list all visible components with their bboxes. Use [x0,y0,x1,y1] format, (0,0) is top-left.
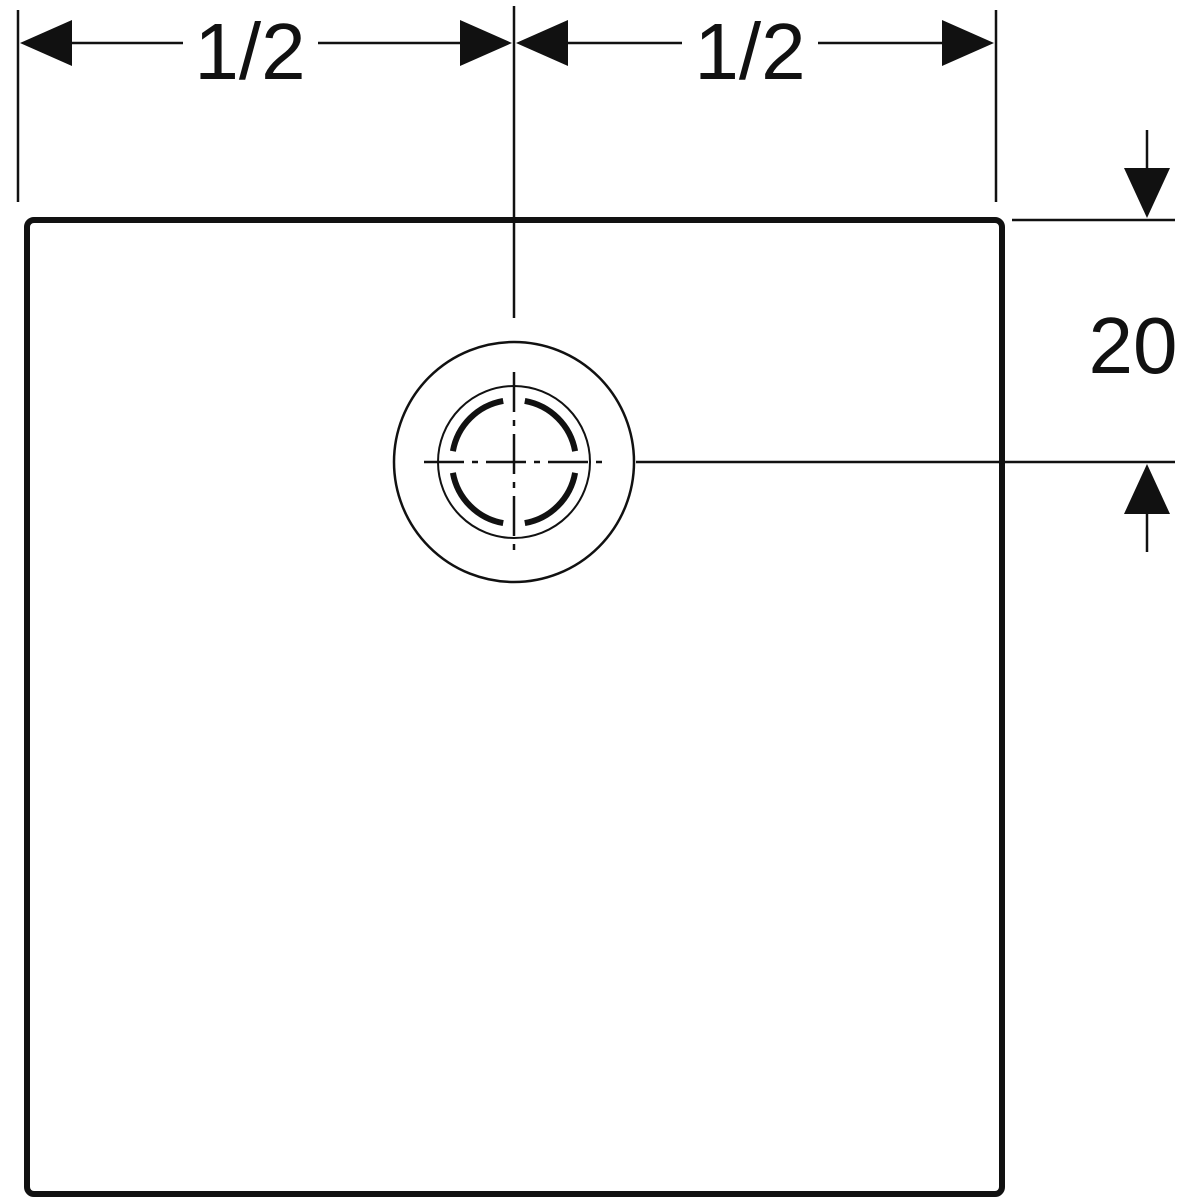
drain-outer-ring [392,340,636,584]
dimension-label-left-half: 1/2 [194,7,305,96]
dimension-drain-offset: 20 [636,130,1177,552]
shower-tray-outline [24,217,1005,1197]
arrowhead-left-icon [20,20,72,66]
dimension-left-half: 1/2 [20,7,512,96]
arrowhead-right-icon [942,20,994,66]
arrowhead-left-icon [516,20,568,66]
drain-outlet-icon [392,340,636,584]
dimension-label-right-half: 1/2 [694,7,805,96]
arrowhead-up-icon [1124,464,1170,514]
drain-inner-ring-arcs [449,397,579,527]
arrowhead-down-icon [1124,168,1170,218]
arrowhead-right-icon [460,20,512,66]
dimension-label-drain-offset: 20 [1089,301,1178,390]
dimension-right-half: 1/2 [516,7,994,96]
